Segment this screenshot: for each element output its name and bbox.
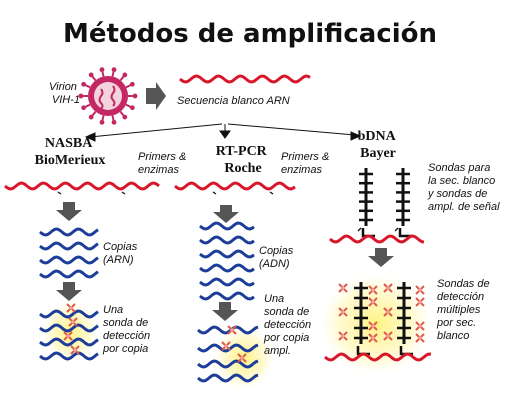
dna-copy-strand xyxy=(199,221,255,231)
detection-probe-marker xyxy=(368,333,378,343)
rtpcr-detection-glow xyxy=(212,324,276,392)
probed-rna-strand xyxy=(39,351,99,361)
target-label: Secuencia blanco ARN xyxy=(177,95,290,107)
bdna-probes-label: Sondas para la sec. blanco y sondas de a… xyxy=(427,162,500,213)
dna-copy-strand xyxy=(199,291,255,301)
probed-rna-strand xyxy=(39,337,99,347)
probed-rna-strand xyxy=(39,323,99,333)
probed-dna-strand xyxy=(197,359,259,369)
method-nasba-name: NASBA BioMerieux xyxy=(35,136,106,168)
rna-copy-strand xyxy=(39,227,99,237)
rtpcr-copies-label: Copias (ADN) xyxy=(259,245,296,270)
detection-probe-marker xyxy=(383,331,393,341)
bdna-multi-label: Sondas de detección múltiples por sec. b… xyxy=(436,278,493,342)
virion-label: Virion VIH-1 xyxy=(49,81,80,106)
bdna-target-strand xyxy=(329,234,425,244)
nasba-rna-copies xyxy=(39,227,99,279)
primers-label-rtpcr: Primers & enzimas xyxy=(281,151,332,176)
detection-probe-marker xyxy=(227,325,237,335)
detection-probe-marker xyxy=(415,333,425,343)
nasba-probed-copies xyxy=(39,303,99,361)
detection-probe-marker xyxy=(368,285,378,295)
detection-probe-marker xyxy=(237,353,247,363)
bdna-probe-structure xyxy=(329,168,425,244)
target-rna-strand xyxy=(179,74,311,84)
bdna-multi-probe-structure xyxy=(324,282,432,362)
probed-dna-strand xyxy=(197,343,259,353)
dna-copy-strand xyxy=(199,235,255,245)
rna-copy-strand xyxy=(39,269,99,279)
detection-probe-marker xyxy=(415,297,425,307)
nasba-probe-label: Una sonda de detección por copia xyxy=(102,304,153,355)
primers-label-nasba: Primers & enzimas xyxy=(138,151,189,176)
detection-probe-marker xyxy=(338,307,348,317)
nasba-target-strand xyxy=(4,181,160,191)
detection-probe-marker xyxy=(221,341,231,351)
dna-copy-strand xyxy=(199,263,255,273)
rtpcr-probed-copies xyxy=(197,325,259,383)
dna-copy-strand xyxy=(199,249,255,259)
rtpcr-target-strand xyxy=(174,181,296,191)
probed-dna-strand xyxy=(197,373,259,383)
method-rtpcr-name: RT-PCR Roche xyxy=(216,144,271,176)
virion-icon xyxy=(78,67,138,125)
detection-probe-marker xyxy=(415,321,425,331)
probed-dna-strand xyxy=(197,325,259,335)
detection-probe-marker xyxy=(383,283,393,293)
bdna-target-strand-bottom xyxy=(324,352,432,362)
detection-probe-marker xyxy=(368,321,378,331)
detection-probe-marker xyxy=(338,331,348,341)
primer-marks xyxy=(57,191,274,195)
detection-probe-marker xyxy=(68,317,78,327)
down-arrows xyxy=(56,202,394,321)
rtpcr-probe-label: Una sonda de detección por copia ampl. xyxy=(263,293,314,357)
diagram-title: Métodos de amplificación xyxy=(63,19,437,49)
rna-copy-strand xyxy=(39,255,99,265)
detection-probe-marker xyxy=(415,285,425,295)
detection-probe-marker xyxy=(383,307,393,317)
rtpcr-dna-copies xyxy=(199,221,255,301)
right-arrow-icon xyxy=(146,82,166,110)
nasba-copies-label: Copias (ARN) xyxy=(103,241,140,266)
detection-probe-marker xyxy=(66,303,76,313)
detection-probe-marker xyxy=(63,331,73,341)
detection-probe-marker xyxy=(338,283,348,293)
detection-probe-marker xyxy=(368,297,378,307)
branch-arrows xyxy=(84,123,362,142)
method-bdna-name: bDNA Bayer xyxy=(358,129,399,161)
detection-probe-marker xyxy=(70,345,80,355)
dna-copy-strand xyxy=(199,277,255,287)
rna-copy-strand xyxy=(39,241,99,251)
probed-rna-strand xyxy=(39,309,99,319)
